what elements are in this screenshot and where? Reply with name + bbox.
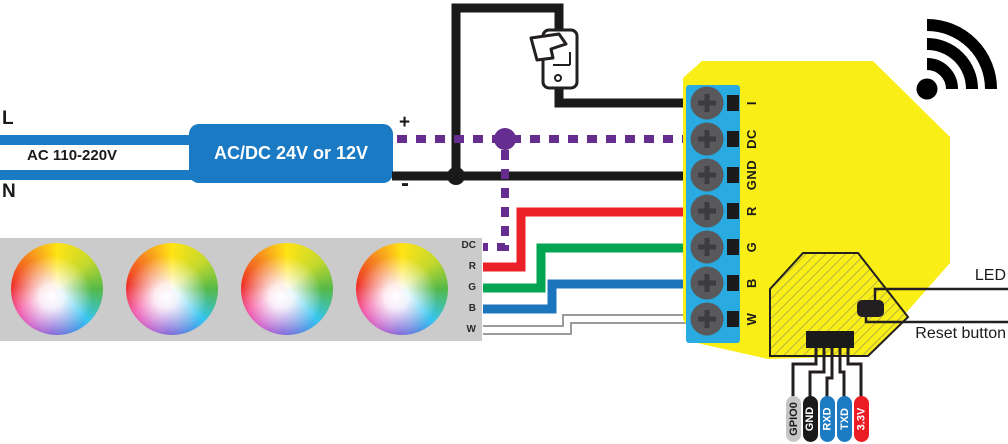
- strip-pin-b: B: [468, 303, 476, 314]
- strip-pin-dc: DC: [461, 240, 476, 251]
- led-label: LED: [974, 267, 1006, 284]
- strip-pin-w: W: [466, 324, 476, 335]
- pin-3v3-label: 3.3V: [855, 407, 868, 431]
- wifi-icon: [916, 19, 997, 100]
- programming-pin-wires: [791, 348, 863, 397]
- dc-minus-label: -: [401, 170, 409, 197]
- reset-button-component[interactable]: [857, 300, 884, 317]
- programming-header: [806, 331, 854, 348]
- line-label: L: [2, 108, 14, 129]
- wire-switch-branch: [451, 3, 700, 176]
- light-switch-icon[interactable]: [529, 28, 579, 90]
- strip-pin-r: R: [468, 261, 476, 272]
- screw-gnd: [690, 158, 739, 192]
- junction-dot-plus: [494, 128, 516, 150]
- acdc-converter: AC/DC 24V or 12V: [189, 124, 393, 183]
- wire-white: [483, 316, 695, 333]
- antenna-hatched-area: [769, 252, 910, 357]
- acdc-converter-label: AC/DC 24V or 12V: [213, 143, 369, 163]
- led-color-wheel: [356, 243, 448, 335]
- screw-g: [690, 230, 739, 264]
- pin-rxd: RXD: [820, 396, 835, 442]
- screw-i: [690, 86, 739, 120]
- pin-gnd-label: GND: [804, 406, 817, 432]
- pin-rxd-label: RXD: [821, 407, 834, 431]
- strip-pin-g: G: [468, 282, 476, 293]
- pin-txd: TXD: [837, 396, 852, 442]
- led-strip: DC R G B W: [0, 238, 482, 341]
- screw-b: [690, 266, 739, 300]
- screw-r: [690, 194, 739, 228]
- screw-w: [690, 302, 739, 336]
- led-color-wheel: [11, 243, 103, 335]
- pin-txd-label: TXD: [838, 408, 851, 430]
- terminal-screws: [690, 86, 739, 336]
- wire-dc-plus-branch: [483, 150, 509, 251]
- led-pointer-line: [873, 287, 1008, 300]
- pin-3v3: 3.3V: [854, 396, 869, 442]
- junction-dot-minus: [447, 167, 465, 185]
- led-color-wheel: [241, 243, 333, 335]
- reset-pointer-line: [864, 317, 1008, 324]
- pin-gpio0-label: GPIO0: [787, 402, 800, 436]
- neutral-label: N: [2, 181, 16, 202]
- pin-gnd: GND: [803, 396, 818, 442]
- reset-button-label: Reset button: [915, 325, 1006, 342]
- screw-dc: [690, 122, 739, 156]
- mains-voltage-label: AC 110-220V: [27, 147, 118, 164]
- pin-gpio0: GPIO0: [786, 396, 801, 442]
- terminal-label-w: W: [743, 312, 759, 326]
- dc-plus-label: +: [399, 112, 411, 133]
- wire-blue: [483, 279, 695, 314]
- wire-red: [483, 207, 695, 272]
- wire-green: [483, 243, 695, 293]
- led-color-wheel: [126, 243, 218, 335]
